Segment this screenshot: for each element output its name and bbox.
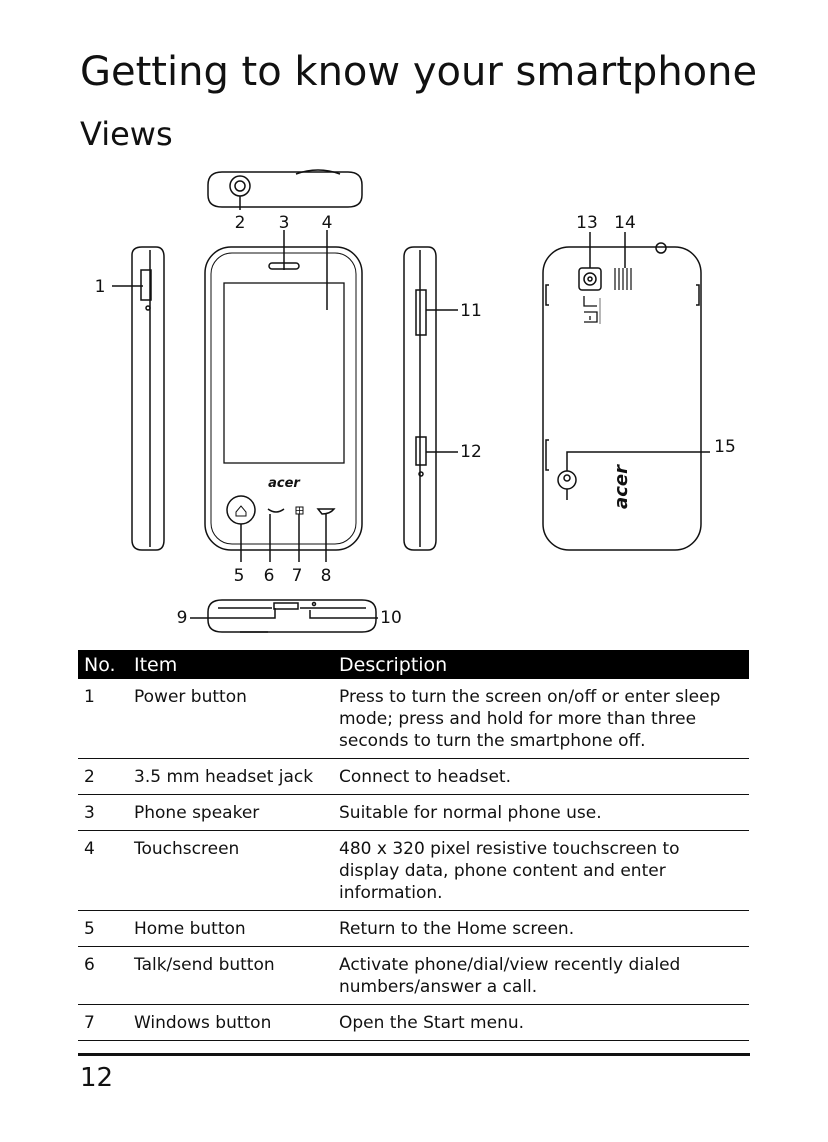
callout-10: 10 <box>380 608 402 628</box>
power-button-icon <box>140 269 152 301</box>
header-item: Item <box>128 650 333 679</box>
cell-no: 5 <box>78 910 128 947</box>
front-acer-logo: acer <box>268 476 301 491</box>
table-row: 7 Windows button Open the Start menu. <box>78 1004 749 1041</box>
cell-description: 480 x 320 pixel resistive touchscreen to… <box>333 830 749 911</box>
home-button-icon <box>226 495 256 525</box>
cell-description: Open the Start menu. <box>333 1004 749 1041</box>
bottom-view <box>190 599 378 633</box>
left-side-view <box>112 246 165 551</box>
section-subtitle: Views <box>80 115 173 153</box>
callout-14: 14 <box>614 213 636 233</box>
callout-4: 4 <box>322 213 333 233</box>
table-row: 1 Power button Press to turn the screen … <box>78 679 749 759</box>
cell-item: Talk/send button <box>128 946 333 1005</box>
front-view <box>204 230 363 562</box>
usb-connector-icon <box>273 602 299 610</box>
table-row: 4 Touchscreen 480 x 320 pixel resistive … <box>78 830 749 911</box>
callout-7: 7 <box>292 566 303 586</box>
callout-15: 15 <box>714 437 736 457</box>
header-no: No. <box>78 650 128 679</box>
callout-13: 13 <box>576 213 598 233</box>
cell-item: Home button <box>128 910 333 947</box>
table-row: 6 Talk/send button Activate phone/dial/v… <box>78 946 749 1005</box>
cell-no: 3 <box>78 794 128 831</box>
page-title: Getting to know your smartphone <box>80 49 758 95</box>
cell-description: Press to turn the screen on/off or enter… <box>333 679 749 759</box>
headset-jack-icon <box>229 175 251 197</box>
callout-3: 3 <box>279 213 290 233</box>
cell-item: Touchscreen <box>128 830 333 911</box>
cell-no: 6 <box>78 946 128 1005</box>
callout-6: 6 <box>264 566 275 586</box>
end-button-icon <box>316 508 336 515</box>
cell-description: Return to the Home screen. <box>333 910 749 947</box>
callout-2: 2 <box>235 213 246 233</box>
back-acer-logo: acer <box>611 464 632 509</box>
callout-9: 9 <box>177 608 188 628</box>
callout-11: 11 <box>460 301 482 321</box>
top-view <box>207 169 363 210</box>
table-row: 3 Phone speaker Suitable for normal phon… <box>78 794 749 831</box>
table-row: 2 3.5 mm headset jack Connect to headset… <box>78 758 749 795</box>
cell-no: 2 <box>78 758 128 795</box>
cell-no: 7 <box>78 1004 128 1041</box>
cell-description: Connect to headset. <box>333 758 749 795</box>
table-row: 5 Home button Return to the Home screen. <box>78 910 749 947</box>
callout-8: 8 <box>321 566 332 586</box>
volume-control-icon <box>415 289 427 336</box>
callout-12: 12 <box>460 442 482 462</box>
cell-item: 3.5 mm headset jack <box>128 758 333 795</box>
cell-item: Power button <box>128 679 333 759</box>
cell-item: Phone speaker <box>128 794 333 831</box>
camera-button-icon <box>415 436 427 466</box>
callout-5: 5 <box>234 566 245 586</box>
strap-holder-icon <box>557 470 577 490</box>
talk-send-button-icon <box>267 508 285 513</box>
footer-divider <box>78 1053 750 1056</box>
cell-item: Windows button <box>128 1004 333 1041</box>
touchscreen <box>223 282 345 464</box>
cell-description: Suitable for normal phone use. <box>333 794 749 831</box>
right-side-view <box>403 246 458 551</box>
smartphone-views-diagram: acer acer 1 2 3 4 5 6 7 8 9 10 11 12 13 … <box>95 169 736 633</box>
parts-table: No. Item Description 1 Power button Pres… <box>78 650 749 1041</box>
speaker-grille-icon <box>614 268 632 290</box>
page-number: 12 <box>80 1063 114 1093</box>
table-header-row: No. Item Description <box>78 650 749 679</box>
camera-lens-icon <box>578 267 602 291</box>
cell-no: 4 <box>78 830 128 911</box>
header-description: Description <box>333 650 749 679</box>
callout-1: 1 <box>95 277 106 297</box>
cell-no: 1 <box>78 679 128 759</box>
cell-description: Activate phone/dial/view recently dialed… <box>333 946 749 1005</box>
back-view <box>542 232 710 551</box>
